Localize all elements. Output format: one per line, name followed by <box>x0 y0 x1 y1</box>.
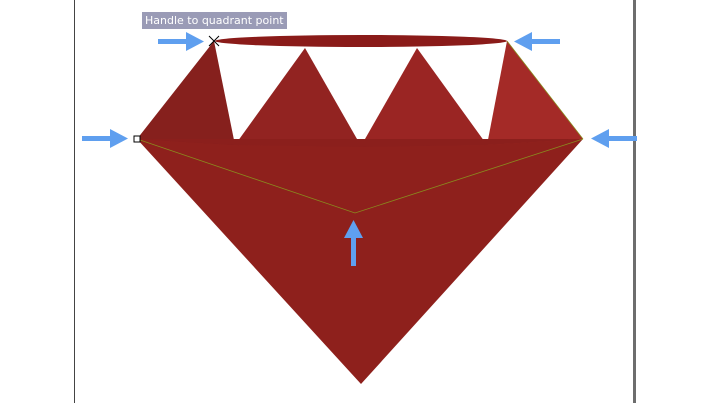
gem-pavilion[interactable] <box>137 139 583 384</box>
path-guide-line <box>136 138 584 214</box>
snap-cross-icon <box>208 35 220 47</box>
arrow-indicator-icon <box>514 32 560 51</box>
arrow-indicator-icon <box>591 129 637 148</box>
arrow-indicator-icon <box>82 129 128 148</box>
gem-facet-mid-left[interactable] <box>235 48 361 146</box>
arrow-indicator-icon <box>344 220 363 266</box>
snap-tooltip: Handle to quadrant point <box>142 12 287 29</box>
gem-facet-mid-right[interactable] <box>361 48 487 146</box>
gem-facet-right[interactable] <box>487 41 583 145</box>
page-border-left <box>74 0 75 403</box>
gem-table-rim[interactable] <box>215 35 507 47</box>
node-handle-icon[interactable] <box>133 135 141 143</box>
gem-facet-left[interactable] <box>137 41 235 145</box>
path-guide-edge <box>506 40 584 140</box>
gem-girdle[interactable] <box>137 139 583 147</box>
arrow-indicator-icon <box>158 32 204 51</box>
page-border-right <box>633 0 636 403</box>
